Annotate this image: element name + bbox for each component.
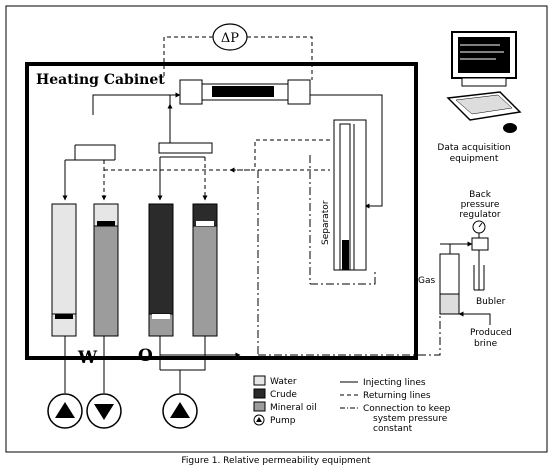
- legend-connection-2: system pressure: [373, 414, 448, 424]
- figure-caption: Figure 1. Relative permeability equipmen…: [181, 456, 371, 466]
- separator: [333, 119, 367, 271]
- heating-cabinet: [25, 62, 418, 360]
- manifold-block: [158, 142, 213, 154]
- legend-water: Water: [270, 377, 297, 387]
- legend-mineral-oil: Mineral oil: [270, 403, 317, 413]
- computer-icon: [446, 31, 522, 133]
- crude-cylinder: [148, 203, 174, 337]
- legend-connection-1: Connection to keep: [363, 404, 451, 414]
- delta-p-line: [163, 36, 313, 80]
- bpr-label-3: regulator: [459, 210, 501, 220]
- legend-injecting: Injecting lines: [363, 378, 426, 388]
- w-label: W: [77, 348, 98, 368]
- back-pressure-regulator: [450, 220, 489, 291]
- legend-crude: Crude: [270, 390, 297, 400]
- produced-label-1: Produced: [470, 328, 512, 338]
- core-holder: [179, 79, 311, 105]
- bpr-label-2: pressure: [461, 200, 500, 210]
- delta-p-label: ΔP: [221, 31, 239, 46]
- computer-label-1: Data acquisition: [437, 143, 510, 153]
- legend-pump: Pump: [270, 416, 296, 426]
- pump-oil: [162, 393, 198, 429]
- computer-label-2: equipment: [450, 154, 499, 164]
- produced-label-2: brine: [474, 339, 498, 349]
- o-label: O: [138, 346, 153, 366]
- gas-label: Gas: [418, 276, 435, 286]
- injection-line-top: [92, 92, 181, 115]
- gas-separator-vessel: [439, 243, 460, 315]
- produced-brine-line: [458, 311, 491, 325]
- mineral-oil-cylinder-w: [93, 203, 119, 337]
- legend: [253, 375, 358, 426]
- bpr-label-1: Back: [469, 190, 492, 200]
- legend-connection-3: constant: [373, 424, 413, 434]
- oil-pump-line: [159, 336, 206, 393]
- mineral-oil-cylinder-o: [192, 203, 218, 337]
- bubler-label: Bubler: [476, 297, 506, 307]
- water-cylinder: [51, 203, 77, 337]
- legend-returning: Returning lines: [363, 391, 431, 401]
- pump-water: [47, 393, 83, 429]
- water-manifold-top: [75, 144, 116, 160]
- figure-frame: [5, 5, 548, 453]
- cabinet-title: Heating Cabinet: [36, 72, 165, 88]
- pump-return: [86, 393, 122, 429]
- separator-label: Separator: [321, 200, 331, 245]
- outlet-line: [310, 94, 383, 209]
